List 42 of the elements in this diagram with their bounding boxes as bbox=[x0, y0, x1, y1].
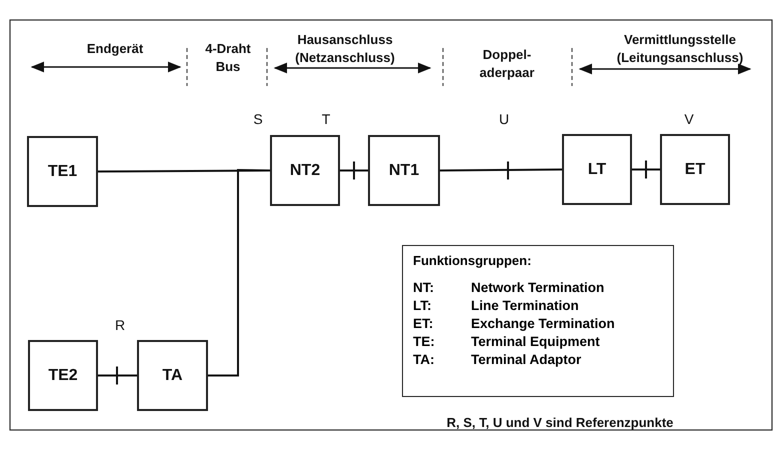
abbreviation: ET: bbox=[413, 316, 434, 331]
abbreviation-meaning: Exchange Termination bbox=[471, 316, 616, 331]
reference-point-label: S bbox=[252, 110, 264, 128]
abbreviation: LT: bbox=[413, 298, 432, 313]
abbreviation-meaning: Line Termination bbox=[471, 298, 580, 313]
function-box bbox=[27, 136, 98, 207]
function-box bbox=[28, 340, 98, 411]
function-box bbox=[660, 134, 730, 205]
abbreviation: TE: bbox=[413, 334, 436, 349]
abbreviation-meaning: Terminal Equipment bbox=[471, 334, 601, 349]
abbreviation: TA: bbox=[413, 352, 436, 367]
section-label: Endgerät bbox=[86, 40, 144, 58]
box-label: NT2 bbox=[290, 162, 320, 180]
abbreviation: NT: bbox=[413, 280, 435, 295]
reference-point-label: V bbox=[683, 110, 695, 128]
section-label: Doppel- aderpaar bbox=[478, 46, 536, 82]
box-label: TA bbox=[162, 366, 183, 384]
section-label: Vermittlungsstelle (Leitungsanschluss) bbox=[616, 31, 744, 67]
note-text: R, S, T, U und V sind Referenzpunkte bbox=[446, 414, 674, 432]
function-box bbox=[562, 134, 632, 205]
abbreviation-meaning: Network Termination bbox=[471, 280, 606, 295]
connection-line bbox=[208, 168, 270, 376]
function-box bbox=[368, 135, 440, 206]
abbreviation-meaning: Terminal Adaptor bbox=[471, 352, 582, 367]
connection-line bbox=[440, 168, 562, 172]
function-box bbox=[270, 135, 340, 206]
legend-panel bbox=[402, 245, 674, 397]
connection-line bbox=[98, 374, 137, 376]
box-label: TE1 bbox=[48, 162, 78, 180]
connection-line bbox=[340, 170, 368, 172]
box-label: LT bbox=[588, 160, 606, 178]
reference-point-label: R bbox=[114, 316, 126, 334]
section-label: Hausanschluss (Netzanschluss) bbox=[294, 31, 396, 67]
connection-line bbox=[632, 168, 660, 170]
legend-heading: Funktionsgruppen: bbox=[413, 253, 532, 268]
reference-point-label: T bbox=[320, 110, 332, 128]
section-label: 4-Draht Bus bbox=[204, 40, 252, 76]
box-label: NT1 bbox=[388, 162, 420, 180]
function-box bbox=[137, 340, 208, 411]
reference-point-label: U bbox=[498, 110, 510, 128]
box-label: TE2 bbox=[48, 366, 78, 384]
box-label: ET bbox=[684, 160, 706, 178]
